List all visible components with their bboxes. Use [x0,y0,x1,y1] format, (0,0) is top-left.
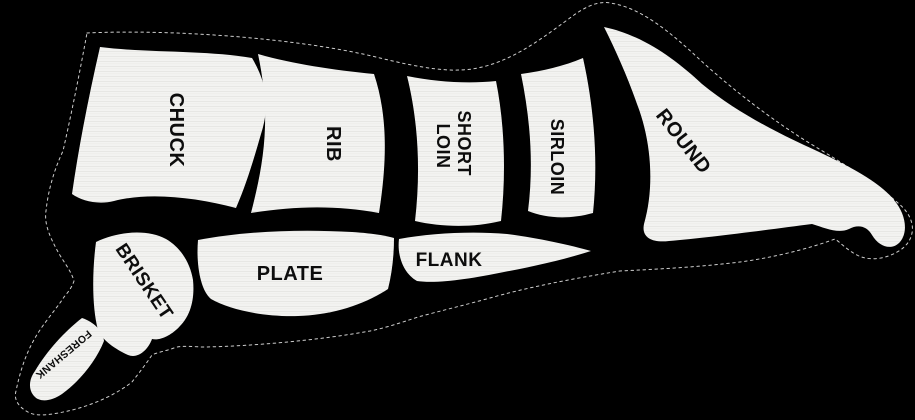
cut-short-loin-label: SHORT LOIN [433,110,474,181]
cut-short-loin-label-line1: SHORT [454,110,474,176]
cut-flank: FLANK [398,232,591,282]
cut-short-loin: SHORT LOIN [407,76,504,226]
cut-sirloin-shape [521,58,596,218]
cut-rib-label: RIB [322,126,344,162]
cut-foreshank-shape [29,318,104,401]
cut-rib-shape [251,54,385,213]
cut-brisket-shape [93,232,194,356]
cut-chuck-shape [72,47,267,208]
cut-brisket: BRISKET [93,232,194,356]
cut-plate-shape [197,230,394,317]
cut-sirloin-label: SIRLOIN [547,119,567,196]
cut-short-loin-shape [407,76,504,226]
cut-plate: PLATE [197,230,394,317]
cut-plate-label: PLATE [257,263,324,285]
cut-round-shape [604,27,905,247]
cut-rib: RIB [251,54,385,213]
cut-chuck-label: CHUCK [165,93,187,168]
cut-chuck: CHUCK [72,47,267,208]
cut-round: ROUND [604,27,905,247]
cut-flank-shape [398,232,591,282]
cut-flank-label: FLANK [416,250,483,271]
cut-short-loin-label-line2: LOIN [433,124,453,169]
cut-sirloin: SIRLOIN [521,58,596,218]
